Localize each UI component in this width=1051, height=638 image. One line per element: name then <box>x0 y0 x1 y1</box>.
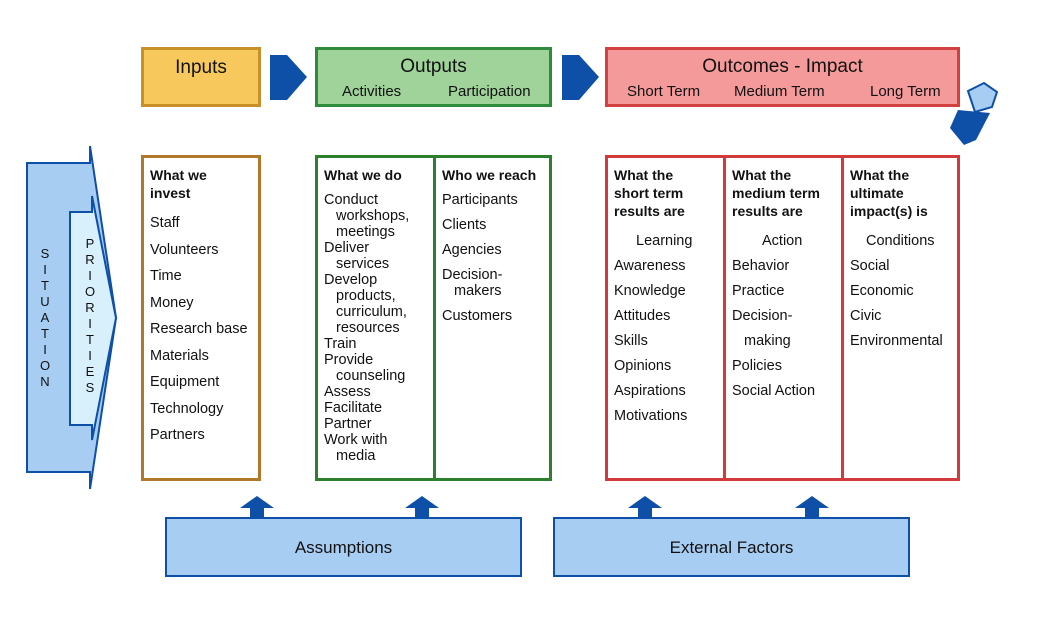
list-item: Clients <box>442 217 487 233</box>
list-item: Social <box>850 258 890 274</box>
long-term-subheading: Conditions <box>866 233 935 249</box>
list-item: Opinions <box>614 358 672 374</box>
priorities-panel <box>69 195 118 441</box>
list-item: Train <box>324 336 357 352</box>
list-item: Policies <box>732 358 782 374</box>
activities-heading: What we do <box>324 167 402 183</box>
inputs-header: Inputs <box>141 47 261 107</box>
external-factors-box: External Factors <box>553 517 910 577</box>
long-term-subtitle: Long Term <box>870 83 941 100</box>
participation-subtitle: Participation <box>448 83 531 100</box>
list-item: Motivations <box>614 408 688 424</box>
short-term-subtitle: Short Term <box>627 83 701 100</box>
medium-term-subtitle: Medium Term <box>734 83 825 100</box>
medium-term-subheading: Action <box>762 233 803 249</box>
list-item: Civic <box>850 308 882 324</box>
list-item: Volunteers <box>150 241 219 258</box>
arrow-inputs-to-outputs <box>270 55 307 100</box>
list-item: Equipment <box>150 374 220 390</box>
inputs-title: Inputs <box>175 57 227 78</box>
short-term-heading: What the short term results are <box>614 167 685 219</box>
list-item: Attitudes <box>614 308 671 324</box>
long-term-heading: What the ultimate impact(s) is <box>850 167 928 219</box>
list-item: Practice <box>732 283 785 299</box>
list-item: Skills <box>614 333 648 349</box>
outcomes-column: What the short term results are Learning… <box>605 155 960 481</box>
list-item: Participants <box>442 192 518 208</box>
list-item: Assess <box>324 384 371 400</box>
loop-arrow-top <box>966 81 999 114</box>
list-item: Staff <box>150 215 180 231</box>
list-item: Social Action <box>732 383 816 399</box>
list-item: Facilitate <box>324 400 383 416</box>
list-item: Decision-making <box>732 308 793 349</box>
list-item: Partners <box>150 427 205 443</box>
list-item: Customers <box>442 308 513 324</box>
list-item: Awareness <box>614 258 686 274</box>
situation-label: S I T U A T I O N <box>39 246 51 389</box>
assumptions-box: Assumptions <box>165 517 522 577</box>
list-item: Time <box>150 268 182 284</box>
list-item: Research base <box>150 321 248 337</box>
list-item: Behavior <box>732 258 790 274</box>
list-item: Partner <box>324 416 372 432</box>
list-item: Aspirations <box>614 383 686 399</box>
outputs-header: Outputs Activities Participation <box>315 47 552 107</box>
list-item: Economic <box>850 283 914 299</box>
outcomes-header: Outcomes - Impact Short Term Medium Term… <box>605 47 960 107</box>
list-item: Technology <box>150 400 224 417</box>
list-item: Materials <box>150 347 209 364</box>
outcomes-title: Outcomes - Impact <box>702 56 863 77</box>
list-item: Knowledge <box>614 283 686 299</box>
list-item: Money <box>150 294 194 311</box>
loop-arrow-bottom <box>950 110 990 145</box>
short-term-subheading: Learning <box>636 233 693 249</box>
priorities-label: P R I O R I T I E S <box>84 236 96 395</box>
medium-term-heading: What the medium term results are <box>732 167 820 219</box>
list-item: Decision-makers <box>442 267 503 299</box>
outputs-title: Outputs <box>400 56 467 77</box>
list-item: Agencies <box>442 242 502 258</box>
list-item: Environmental <box>850 333 943 349</box>
arrow-outputs-to-outcomes <box>562 55 599 100</box>
inputs-heading: What we invest <box>150 167 207 201</box>
participation-heading: Who we reach <box>442 167 537 183</box>
activities-subtitle: Activities <box>342 83 402 100</box>
